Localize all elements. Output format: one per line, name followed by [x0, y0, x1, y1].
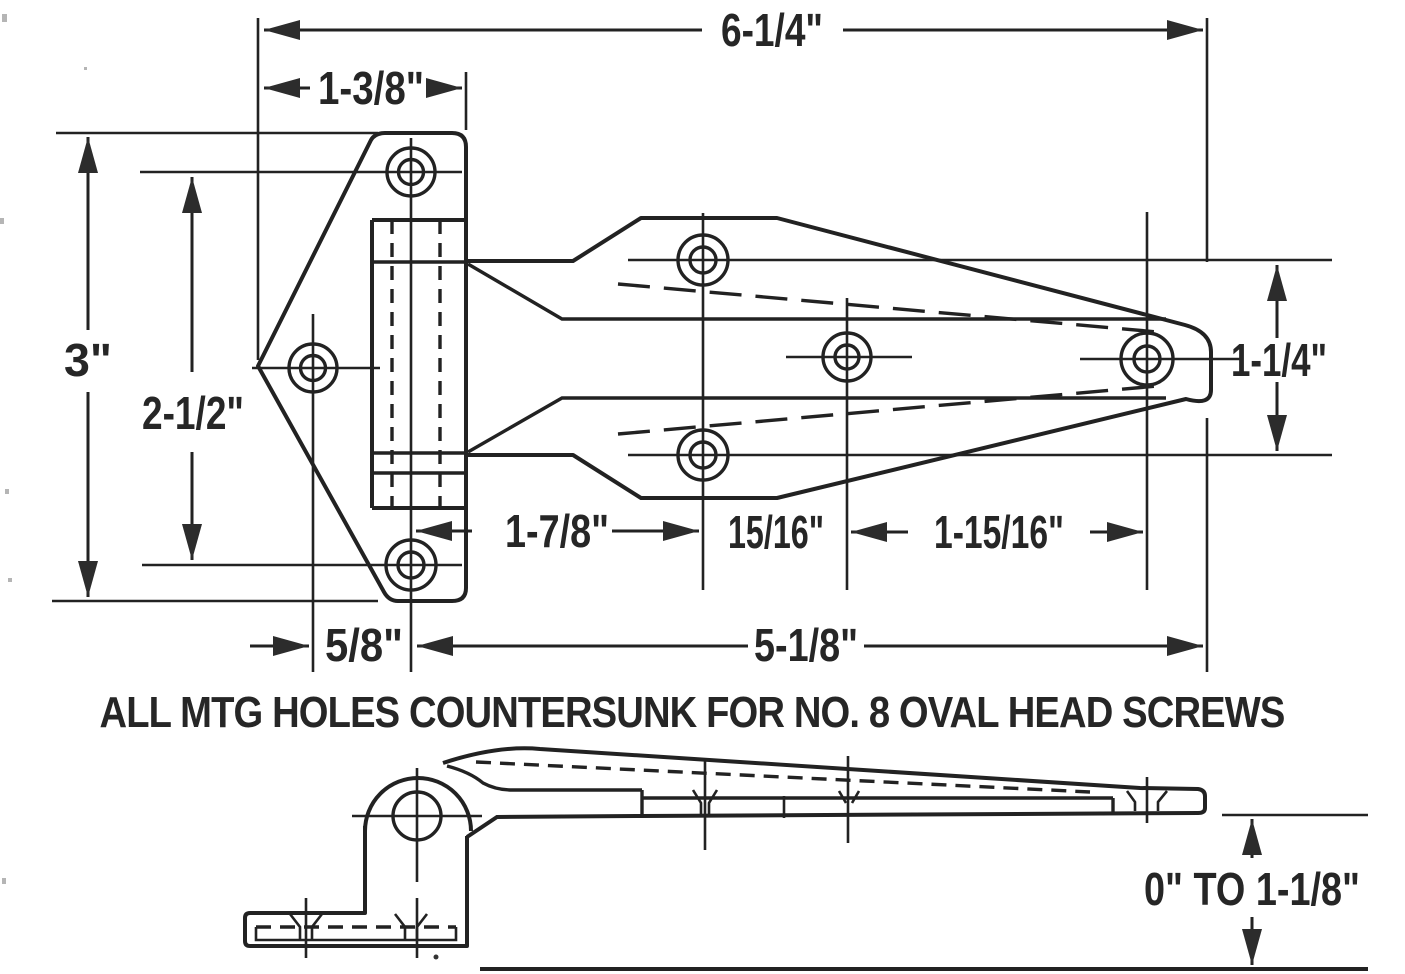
speck — [0, 218, 4, 224]
strap-hidden-edge-upper — [617, 282, 1159, 334]
blade-neck-pocket — [446, 764, 513, 792]
strap-hole-middle — [821, 331, 873, 383]
flange-hole-left — [288, 898, 324, 958]
side-body-and-flange-outline — [243, 826, 469, 948]
hole-countersink — [676, 428, 730, 482]
dim-label-middle-to-end-hole: 1-15/16" — [934, 506, 1064, 558]
side-hole-end — [1125, 777, 1169, 823]
hole-bore — [396, 157, 426, 187]
hole-countersink — [821, 331, 873, 383]
dim-offset-range: 0" TO 1-1/8" — [1144, 813, 1368, 965]
dim-butt-height: 3" — [52, 131, 378, 603]
countersink-profile — [691, 789, 719, 815]
dim-label-overall-length: 6-1/4" — [721, 4, 823, 56]
countersink-profile — [288, 913, 324, 940]
butt-hole-bottom — [384, 538, 438, 592]
hole-bore — [688, 245, 718, 275]
dim-label-pin-to-strap-end: 5-1/8" — [754, 619, 858, 671]
plan-view: 6-1/4" 1-3/8" 3" 2-1/2" 1-1/4" — [52, 4, 1332, 672]
butt-plate — [140, 131, 468, 672]
strap-outline — [466, 216, 1213, 500]
strap-rib-lower-edge — [467, 396, 1166, 454]
scan-artifacts — [0, 14, 439, 960]
strap-leaf — [466, 212, 1332, 590]
dim-label-edge-to-pin: 5/8" — [325, 619, 403, 671]
hole-bore — [1132, 344, 1162, 374]
dim-label-strap-hole-span: 1-1/4" — [1231, 334, 1327, 386]
butt-plate-outline — [256, 131, 468, 603]
hole-countersink — [1119, 331, 1175, 387]
side-blade — [442, 746, 1207, 850]
side-hole-wing — [691, 758, 719, 850]
butt-hole-left — [287, 342, 339, 394]
speck — [84, 67, 87, 70]
blade-underside — [465, 811, 1199, 839]
dim-strap-hole-span: 1-1/4" — [1231, 265, 1327, 451]
hole-bore — [298, 353, 328, 383]
dim-wing-to-middle-hole: 15/16" — [728, 506, 824, 558]
side-hole-middle — [837, 756, 861, 843]
countersink-note: ALL MTG HOLES COUNTERSUNK FOR NO. 8 OVAL… — [100, 688, 1285, 737]
side-flange-detail — [254, 898, 458, 958]
flange-inner-box — [254, 927, 458, 942]
strap-hole-wing-bottom — [676, 428, 730, 482]
knuckle-barrel — [370, 218, 466, 510]
hole-bore — [396, 550, 426, 580]
dim-pin-to-strap-end: 5-1/8" — [417, 418, 1209, 672]
hole-countersink — [384, 538, 438, 592]
hole-countersink — [287, 342, 339, 394]
speck — [2, 14, 7, 22]
strap-hole-wing-top — [676, 233, 730, 287]
blade-top-edge — [442, 746, 1207, 815]
butt-hole-top — [385, 146, 437, 198]
hole-countersink — [385, 146, 437, 198]
flange-hole-right — [393, 898, 429, 958]
speck — [8, 578, 12, 582]
countersink-profile — [1125, 790, 1169, 811]
side-view: 0" TO 1-1/8" — [243, 746, 1368, 971]
dim-edge-to-pin: 5/8" — [250, 619, 403, 671]
dim-label-butt-width: 1-3/8" — [318, 62, 424, 114]
side-pin-hole — [352, 768, 482, 882]
dim-overall-length: 6-1/4" — [256, 4, 1209, 360]
ink-dot — [433, 954, 439, 960]
countersink-profile — [837, 790, 861, 804]
strap-rib-upper-edge — [467, 262, 1166, 321]
hole-bore — [833, 343, 861, 371]
hole-countersink — [676, 233, 730, 287]
dim-butt-hole-spacing: 2-1/2" — [142, 177, 244, 560]
blade-hidden-line — [475, 760, 1091, 794]
dim-label-pin-to-wing-holes: 1-7/8" — [505, 505, 609, 557]
dim-middle-to-end-hole: 1-15/16" — [851, 506, 1143, 558]
dim-label-butt-height: 3" — [64, 334, 112, 386]
dim-butt-width: 1-3/8" — [264, 62, 468, 130]
dim-label-butt-hole-spacing: 2-1/2" — [142, 387, 244, 439]
dim-pin-to-wing-holes: 1-7/8" — [416, 505, 699, 557]
speck — [5, 489, 9, 494]
hole-bore — [688, 440, 718, 470]
dim-label-offset-range: 0" TO 1-1/8" — [1144, 863, 1360, 915]
speck — [2, 878, 6, 884]
dim-label-wing-to-middle-hole: 15/16" — [728, 506, 824, 558]
strap-hole-end — [1119, 331, 1175, 387]
